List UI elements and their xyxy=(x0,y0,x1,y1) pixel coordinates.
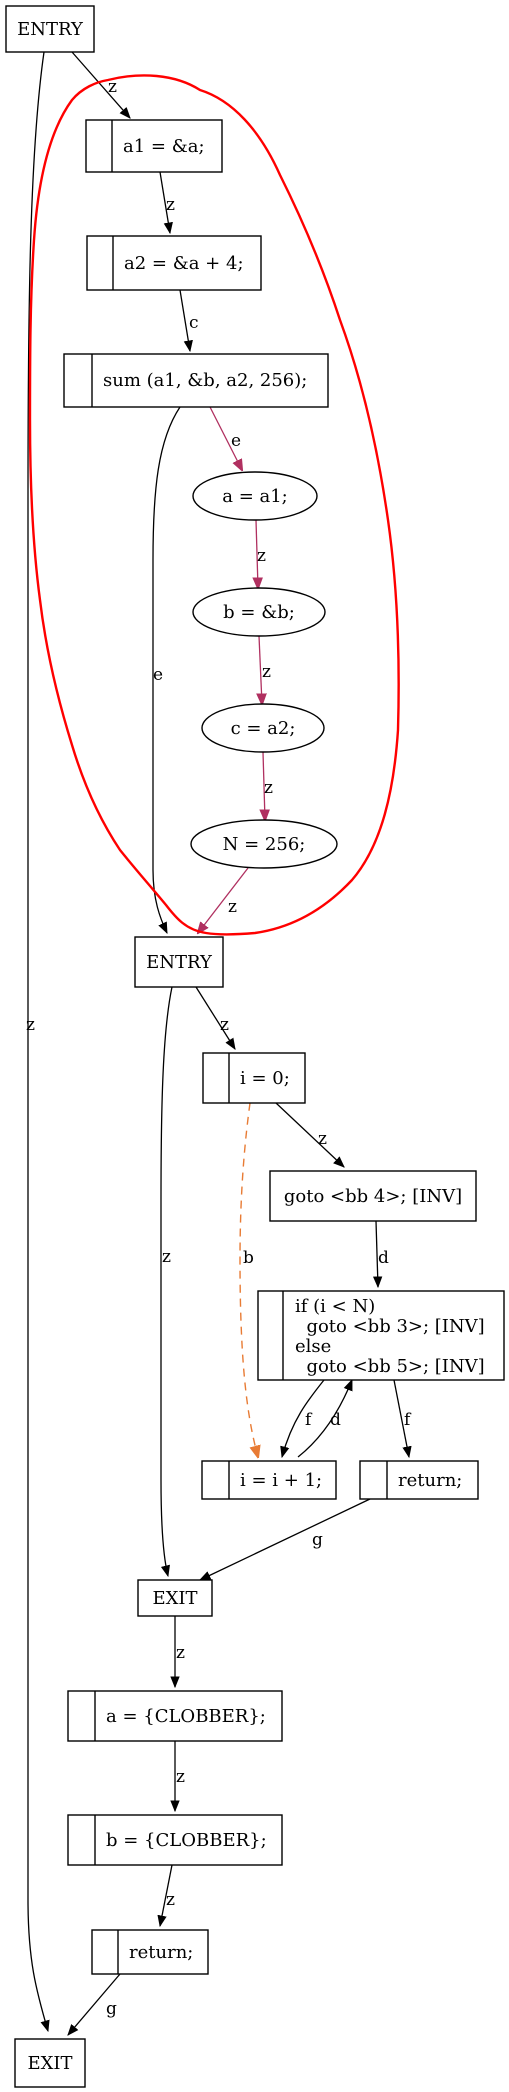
edge-label-goto-if: d xyxy=(378,1248,389,1268)
inline-region-highlight xyxy=(28,74,400,936)
node-a2-label: a2 = &a + 4; xyxy=(124,253,244,274)
edge-i0-goto xyxy=(275,1102,345,1168)
edge-label-en-entry: z xyxy=(228,897,237,917)
node-if-line-1: if (i < N) xyxy=(295,1296,375,1317)
node-exit-bottom: EXIT xyxy=(14,2038,86,2088)
edge-a2-sum xyxy=(179,289,193,353)
edge-label-eb-ec: z xyxy=(262,662,271,682)
node-a2: a2 = &a + 4; xyxy=(86,235,262,291)
node-entry-top-label: ENTRY xyxy=(17,19,84,40)
edge-label-exit-cloba: z xyxy=(176,1643,185,1663)
node-sum: sum (a1, &b, a2, 256); xyxy=(63,353,329,408)
edge-label-inc-if: d xyxy=(330,1410,341,1430)
node-a-eq-a1: a = a1; xyxy=(192,471,318,521)
edge-label-ret-exit: g xyxy=(312,1530,323,1550)
node-i-eq-0-label: i = 0; xyxy=(240,1068,290,1089)
edge-label-entry-exit: z xyxy=(26,1015,35,1035)
edge-sum-ea xyxy=(209,406,242,470)
edge-entry-a1 xyxy=(71,51,131,119)
edge-clobb-ret xyxy=(157,1864,173,1928)
node-if-line-4: goto <bb 5>; [INV] xyxy=(295,1356,485,1377)
edge-label-entry-i0: z xyxy=(220,1015,229,1035)
edge-label-ea-eb: z xyxy=(257,546,266,566)
edge-entry-exit xyxy=(27,51,50,2033)
edge-label-entry-exitmid: z xyxy=(162,1247,171,1267)
node-n-eq-256-label: N = 256; xyxy=(223,834,306,855)
edge-ec-en xyxy=(263,751,265,820)
node-b-eq-b-label: b = &b; xyxy=(223,602,295,623)
node-c-eq-a2: c = a2; xyxy=(201,703,325,753)
edge-label-if-inc: f xyxy=(305,1410,313,1430)
edge-label-if-ret: f xyxy=(404,1410,412,1430)
node-a1-label: a1 = &a; xyxy=(123,136,205,157)
edge-ea-eb xyxy=(256,519,258,588)
node-goto: goto <bb 4>; [INV] xyxy=(269,1170,477,1222)
node-n-eq-256: N = 256; xyxy=(190,819,338,869)
edge-label-clobb-ret: z xyxy=(166,1890,175,1910)
node-return-outer: return; xyxy=(91,1929,209,1975)
edge-inc-if xyxy=(297,1378,353,1458)
node-if: if (i < N) goto <bb 3>; [INV] else goto … xyxy=(257,1290,505,1381)
node-entry-mid: ENTRY xyxy=(134,936,224,988)
edge-entry-i0 xyxy=(195,986,236,1050)
node-entry-mid-label: ENTRY xyxy=(146,952,213,973)
edge-label-i0-goto: z xyxy=(318,1129,327,1149)
node-a-eq-a1-label: a = a1; xyxy=(222,486,288,507)
node-exit-mid-label: EXIT xyxy=(152,1588,197,1609)
edge-ret-exit xyxy=(198,1498,371,1581)
edge-entry-exitmid xyxy=(160,986,173,1578)
node-b-eq-b: b = &b; xyxy=(192,587,326,637)
edge-label-entry-a1: z xyxy=(108,77,117,97)
node-i-eq-0: i = 0; xyxy=(202,1052,306,1104)
edge-label-a1-a2: z xyxy=(166,195,175,215)
node-return-inner: return; xyxy=(359,1460,479,1500)
edge-sum-entry xyxy=(152,406,181,935)
node-if-line-2: goto <bb 3>; [INV] xyxy=(295,1316,485,1337)
edge-label-cloba-clobb: z xyxy=(176,1767,185,1787)
edge-label-i0-inc: b xyxy=(243,1248,254,1268)
node-i-increment-label: i = i + 1; xyxy=(240,1470,322,1491)
edge-if-ret xyxy=(393,1379,412,1459)
edge-ret-exitbottom xyxy=(67,1973,121,2036)
edge-goto-if xyxy=(373,1220,383,1289)
edge-i0-inc xyxy=(239,1102,258,1457)
edge-label-a2-sum: c xyxy=(189,313,199,333)
node-clobber-a: a = {CLOBBER}; xyxy=(67,1690,283,1742)
edge-label-sum-entry: e xyxy=(153,665,163,685)
node-clobber-a-label: a = {CLOBBER}; xyxy=(106,1706,266,1727)
node-sum-label: sum (a1, &b, a2, 256); xyxy=(103,370,307,391)
edge-if-inc xyxy=(280,1379,325,1459)
node-a1: a1 = &a; xyxy=(85,119,223,173)
node-entry-top: ENTRY xyxy=(5,5,95,53)
node-clobber-b: b = {CLOBBER}; xyxy=(67,1814,283,1866)
node-i-increment: i = i + 1; xyxy=(201,1460,337,1500)
node-goto-label: goto <bb 4>; [INV] xyxy=(284,1186,462,1207)
node-clobber-b-label: b = {CLOBBER}; xyxy=(106,1830,267,1851)
edge-label-ret-exitbottom: g xyxy=(106,1999,117,2019)
edge-en-entry xyxy=(198,867,249,933)
node-return-inner-label: return; xyxy=(398,1470,462,1491)
edge-label-sum-ea: e xyxy=(231,431,241,451)
edge-a1-a2 xyxy=(159,171,173,235)
edge-label-ec-en: z xyxy=(264,778,273,798)
node-if-line-3: else xyxy=(295,1336,331,1357)
node-return-outer-label: return; xyxy=(129,1942,193,1963)
node-c-eq-a2-label: c = a2; xyxy=(231,718,296,739)
node-exit-mid: EXIT xyxy=(137,1579,213,1617)
edge-eb-ec xyxy=(259,635,262,704)
node-exit-bottom-label: EXIT xyxy=(27,2053,72,2074)
